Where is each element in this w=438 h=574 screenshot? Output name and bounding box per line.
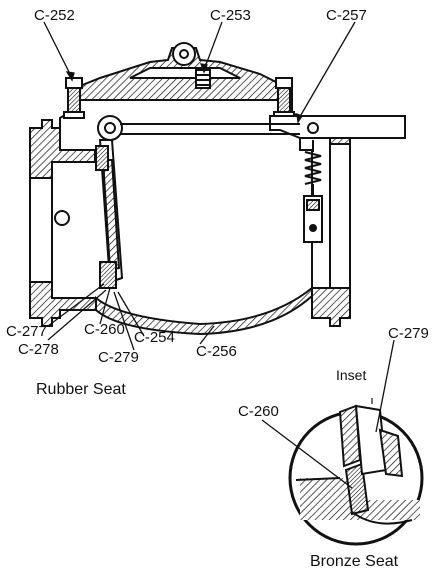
label-c279: C-279 (98, 349, 139, 366)
label-c256: C-256 (196, 343, 237, 360)
right-lower-flange (311, 287, 351, 327)
left-lower-flange (29, 281, 97, 327)
lever-arm (269, 115, 406, 139)
bronze-seat-inset (261, 339, 424, 546)
caption-rubber-seat: Rubber Seat (36, 381, 126, 398)
hinge-arm (97, 115, 300, 141)
inset-label-c260: C-260 (238, 403, 279, 420)
cover-bolt-right (273, 77, 295, 119)
body-bottom-curve (95, 285, 313, 336)
valve-body (29, 89, 351, 327)
label-c278: C-278 (18, 341, 59, 358)
spring-assembly (303, 140, 323, 243)
label-c260: C-260 (84, 321, 125, 338)
label-c253: C-253 (210, 7, 251, 24)
label-c277: C-277 (6, 323, 47, 340)
left-upper-flange (29, 119, 96, 179)
label-c252: C-252 (34, 7, 75, 24)
caption-inset: Inset (336, 367, 366, 383)
label-c257: C-257 (326, 7, 367, 24)
cover-bolt-left (63, 77, 85, 119)
leader-lines (43, 21, 356, 351)
valve-disc (95, 139, 124, 289)
bonnet-cover (69, 42, 293, 101)
inset-label-c279: C-279 (388, 325, 429, 342)
label-c254: C-254 (134, 329, 175, 346)
caption-bronze-seat: Bronze Seat (310, 553, 399, 570)
access-port (54, 210, 70, 226)
